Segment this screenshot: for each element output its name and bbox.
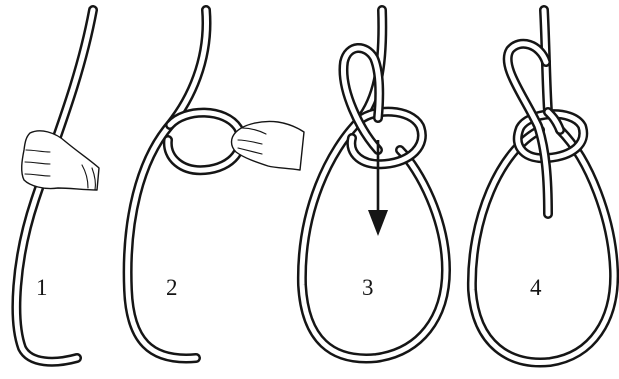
step-1-number: 1 (36, 275, 48, 300)
step-4-number: 4 (530, 275, 542, 300)
step-1-hand-illustration (22, 131, 99, 190)
step-3-direction-arrow (368, 140, 388, 236)
step-2-panel: 2 (128, 10, 304, 358)
step-1-panel: 1 (16, 10, 99, 362)
step-3-panel: 3 (302, 10, 446, 358)
step-2-hand-illustration (232, 121, 305, 170)
step-2-rope-standing-part (128, 10, 207, 358)
step-2-number: 2 (166, 275, 178, 300)
step-3-number: 3 (362, 275, 374, 300)
step-2-rope-loop (168, 113, 241, 171)
step-4-panel: 4 (472, 10, 614, 362)
